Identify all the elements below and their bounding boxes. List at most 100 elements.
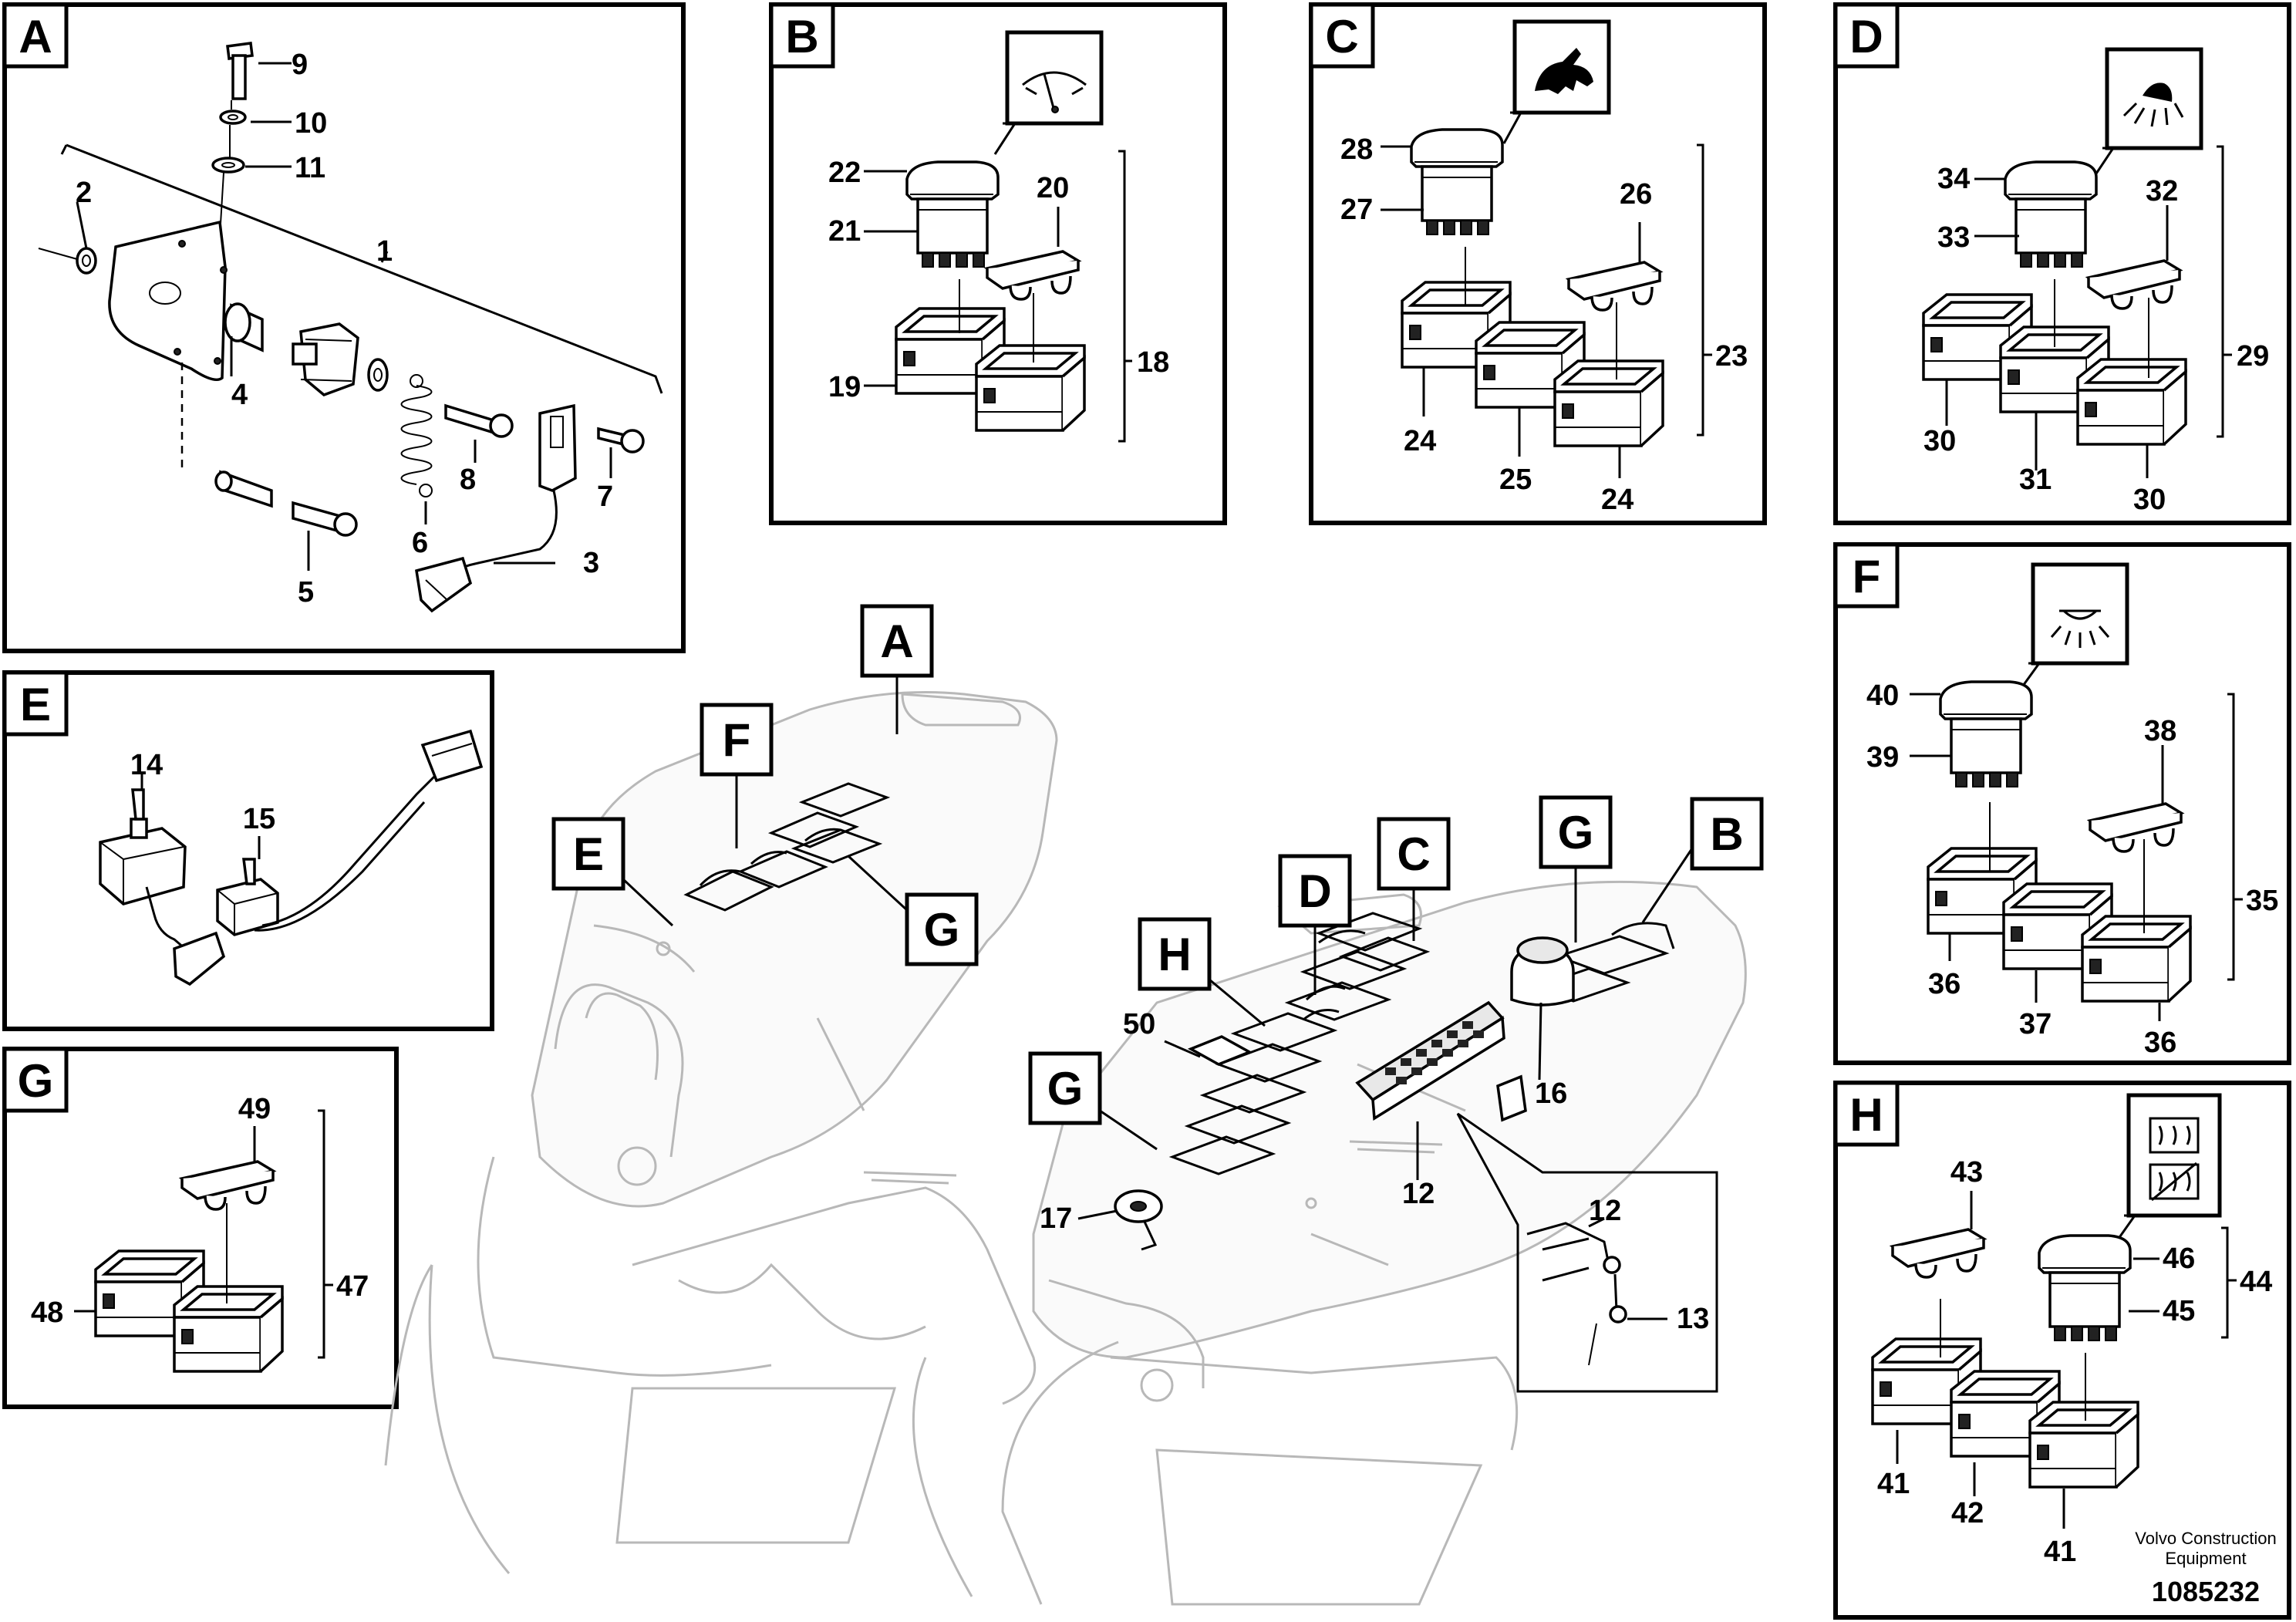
- num-d-29: 29: [2237, 340, 2269, 373]
- num-13: 13: [1677, 1303, 1709, 1335]
- num-b-19: 19: [828, 371, 861, 403]
- callout-c: C: [1377, 817, 1451, 941]
- num-c-24a: 24: [1404, 425, 1436, 457]
- svg-text:E: E: [573, 828, 604, 880]
- callout-g-right: G: [1539, 795, 1613, 943]
- svg-text:G: G: [1047, 1063, 1084, 1114]
- panel-e-letter: E: [20, 679, 51, 730]
- left-console-switches: [656, 782, 891, 956]
- overview-callouts: A F E G D C G: [551, 604, 1764, 1151]
- callout-b: B: [1641, 797, 1764, 923]
- num-12-detail: 12: [1589, 1195, 1621, 1227]
- num-b-21: 21: [828, 215, 861, 248]
- num-d-34: 34: [1937, 163, 1970, 195]
- brand-line-2: Equipment: [2165, 1549, 2246, 1568]
- num-f-35: 35: [2246, 885, 2278, 917]
- work-light-icon: [2105, 47, 2203, 150]
- callout-a: A: [860, 604, 934, 734]
- num-f-36a: 36: [1928, 968, 1961, 1000]
- panel-f: F 40 39 38 36 37 36 35: [1833, 542, 2291, 1065]
- svg-text:F: F: [723, 714, 751, 766]
- num-h-41a: 41: [1877, 1468, 1910, 1500]
- panel-g: G 49 48 47: [2, 1047, 399, 1409]
- rabbit-fast-speed-icon: [1512, 19, 1611, 115]
- overview-numbers: 50 16 12 17 12 13: [1040, 1008, 1709, 1335]
- panel-c: C 28 27 26 24 25 24 23: [1309, 2, 1767, 525]
- num-d-30b: 30: [2133, 484, 2166, 516]
- num-a-6: 6: [412, 527, 428, 559]
- num-e-15: 15: [243, 803, 275, 835]
- num-d-32: 32: [2146, 175, 2178, 207]
- svg-text:C: C: [1397, 828, 1430, 880]
- panel-h-letter: H: [1849, 1089, 1883, 1141]
- num-a-10: 10: [295, 107, 327, 140]
- wiper-icon: [1005, 30, 1104, 126]
- num-f-40: 40: [1866, 679, 1899, 712]
- num-h-46: 46: [2163, 1243, 2195, 1275]
- num-d-33: 33: [1937, 221, 1970, 254]
- svg-text:B: B: [1710, 808, 1743, 860]
- num-h-43: 43: [1950, 1156, 1983, 1189]
- num-a-4: 4: [231, 379, 248, 411]
- cab-light-icon: [2031, 562, 2129, 666]
- num-h-42: 42: [1951, 1497, 1984, 1529]
- svg-text:D: D: [1298, 865, 1331, 917]
- num-f-38: 38: [2144, 715, 2176, 747]
- panel-a: A: [2, 2, 686, 653]
- num-c-23: 23: [1715, 340, 1748, 373]
- callout-g-lower: G: [1028, 1051, 1158, 1151]
- panel-d: D 34 33 32 30 31 30 29: [1833, 2, 2291, 525]
- panel-b: B 22 21 20 19 18: [769, 2, 1227, 525]
- num-c-25: 25: [1499, 464, 1532, 496]
- callout-d: D: [1278, 854, 1352, 995]
- svg-text:A: A: [880, 615, 913, 667]
- num-h-45: 45: [2163, 1295, 2195, 1327]
- num-d-31: 31: [2019, 464, 2052, 496]
- num-a-7: 7: [597, 481, 613, 513]
- num-17: 17: [1040, 1202, 1072, 1235]
- callout-e: E: [551, 817, 674, 927]
- num-b-22: 22: [828, 157, 861, 189]
- num-b-20: 20: [1037, 172, 1069, 204]
- num-12-overview: 12: [1402, 1178, 1435, 1210]
- num-f-39: 39: [1866, 741, 1899, 774]
- callout-h: H: [1138, 917, 1266, 1027]
- num-e-14: 14: [130, 749, 163, 781]
- num-a-1: 1: [376, 235, 393, 268]
- panel-g-letter: G: [18, 1055, 54, 1107]
- num-b-18: 18: [1137, 346, 1169, 379]
- num-50: 50: [1123, 1008, 1155, 1040]
- panel-c-letter: C: [1325, 11, 1358, 62]
- svg-text:G: G: [1558, 807, 1594, 858]
- panel-f-letter: F: [1853, 551, 1881, 602]
- num-a-2: 2: [76, 177, 92, 209]
- right-console-switches: [1114, 912, 1675, 1251]
- num-d-30a: 30: [1923, 425, 1956, 457]
- num-f-36b: 36: [2144, 1027, 2176, 1059]
- num-a-8: 8: [460, 464, 476, 496]
- panel-a-letter: A: [19, 11, 52, 62]
- svg-text:H: H: [1158, 929, 1191, 980]
- num-a-9: 9: [292, 49, 308, 81]
- num-g-49: 49: [238, 1093, 271, 1125]
- num-c-26: 26: [1620, 178, 1652, 211]
- num-a-11: 11: [295, 152, 325, 184]
- svg-text:G: G: [924, 904, 960, 956]
- callout-g-left: G: [847, 855, 979, 966]
- num-f-37: 37: [2019, 1008, 2052, 1040]
- panel-b-letter: B: [785, 11, 818, 62]
- num-h-44: 44: [2240, 1266, 2272, 1298]
- num-g-47: 47: [336, 1270, 369, 1303]
- num-h-41b: 41: [2044, 1536, 2076, 1568]
- num-c-27: 27: [1340, 194, 1373, 226]
- num-a-3: 3: [583, 547, 599, 579]
- num-a-5: 5: [298, 576, 314, 609]
- callout-f: F: [700, 703, 774, 848]
- panel-h: H 43 46 45 44 41 42 41 Volvo Constructio…: [1833, 1081, 2291, 1620]
- detail-inset: [1456, 1112, 1718, 1393]
- drawing-id: 1085232: [2152, 1576, 2260, 1607]
- num-g-48: 48: [31, 1297, 63, 1329]
- num-16: 16: [1535, 1077, 1567, 1110]
- panel-d-letter: D: [1849, 11, 1883, 62]
